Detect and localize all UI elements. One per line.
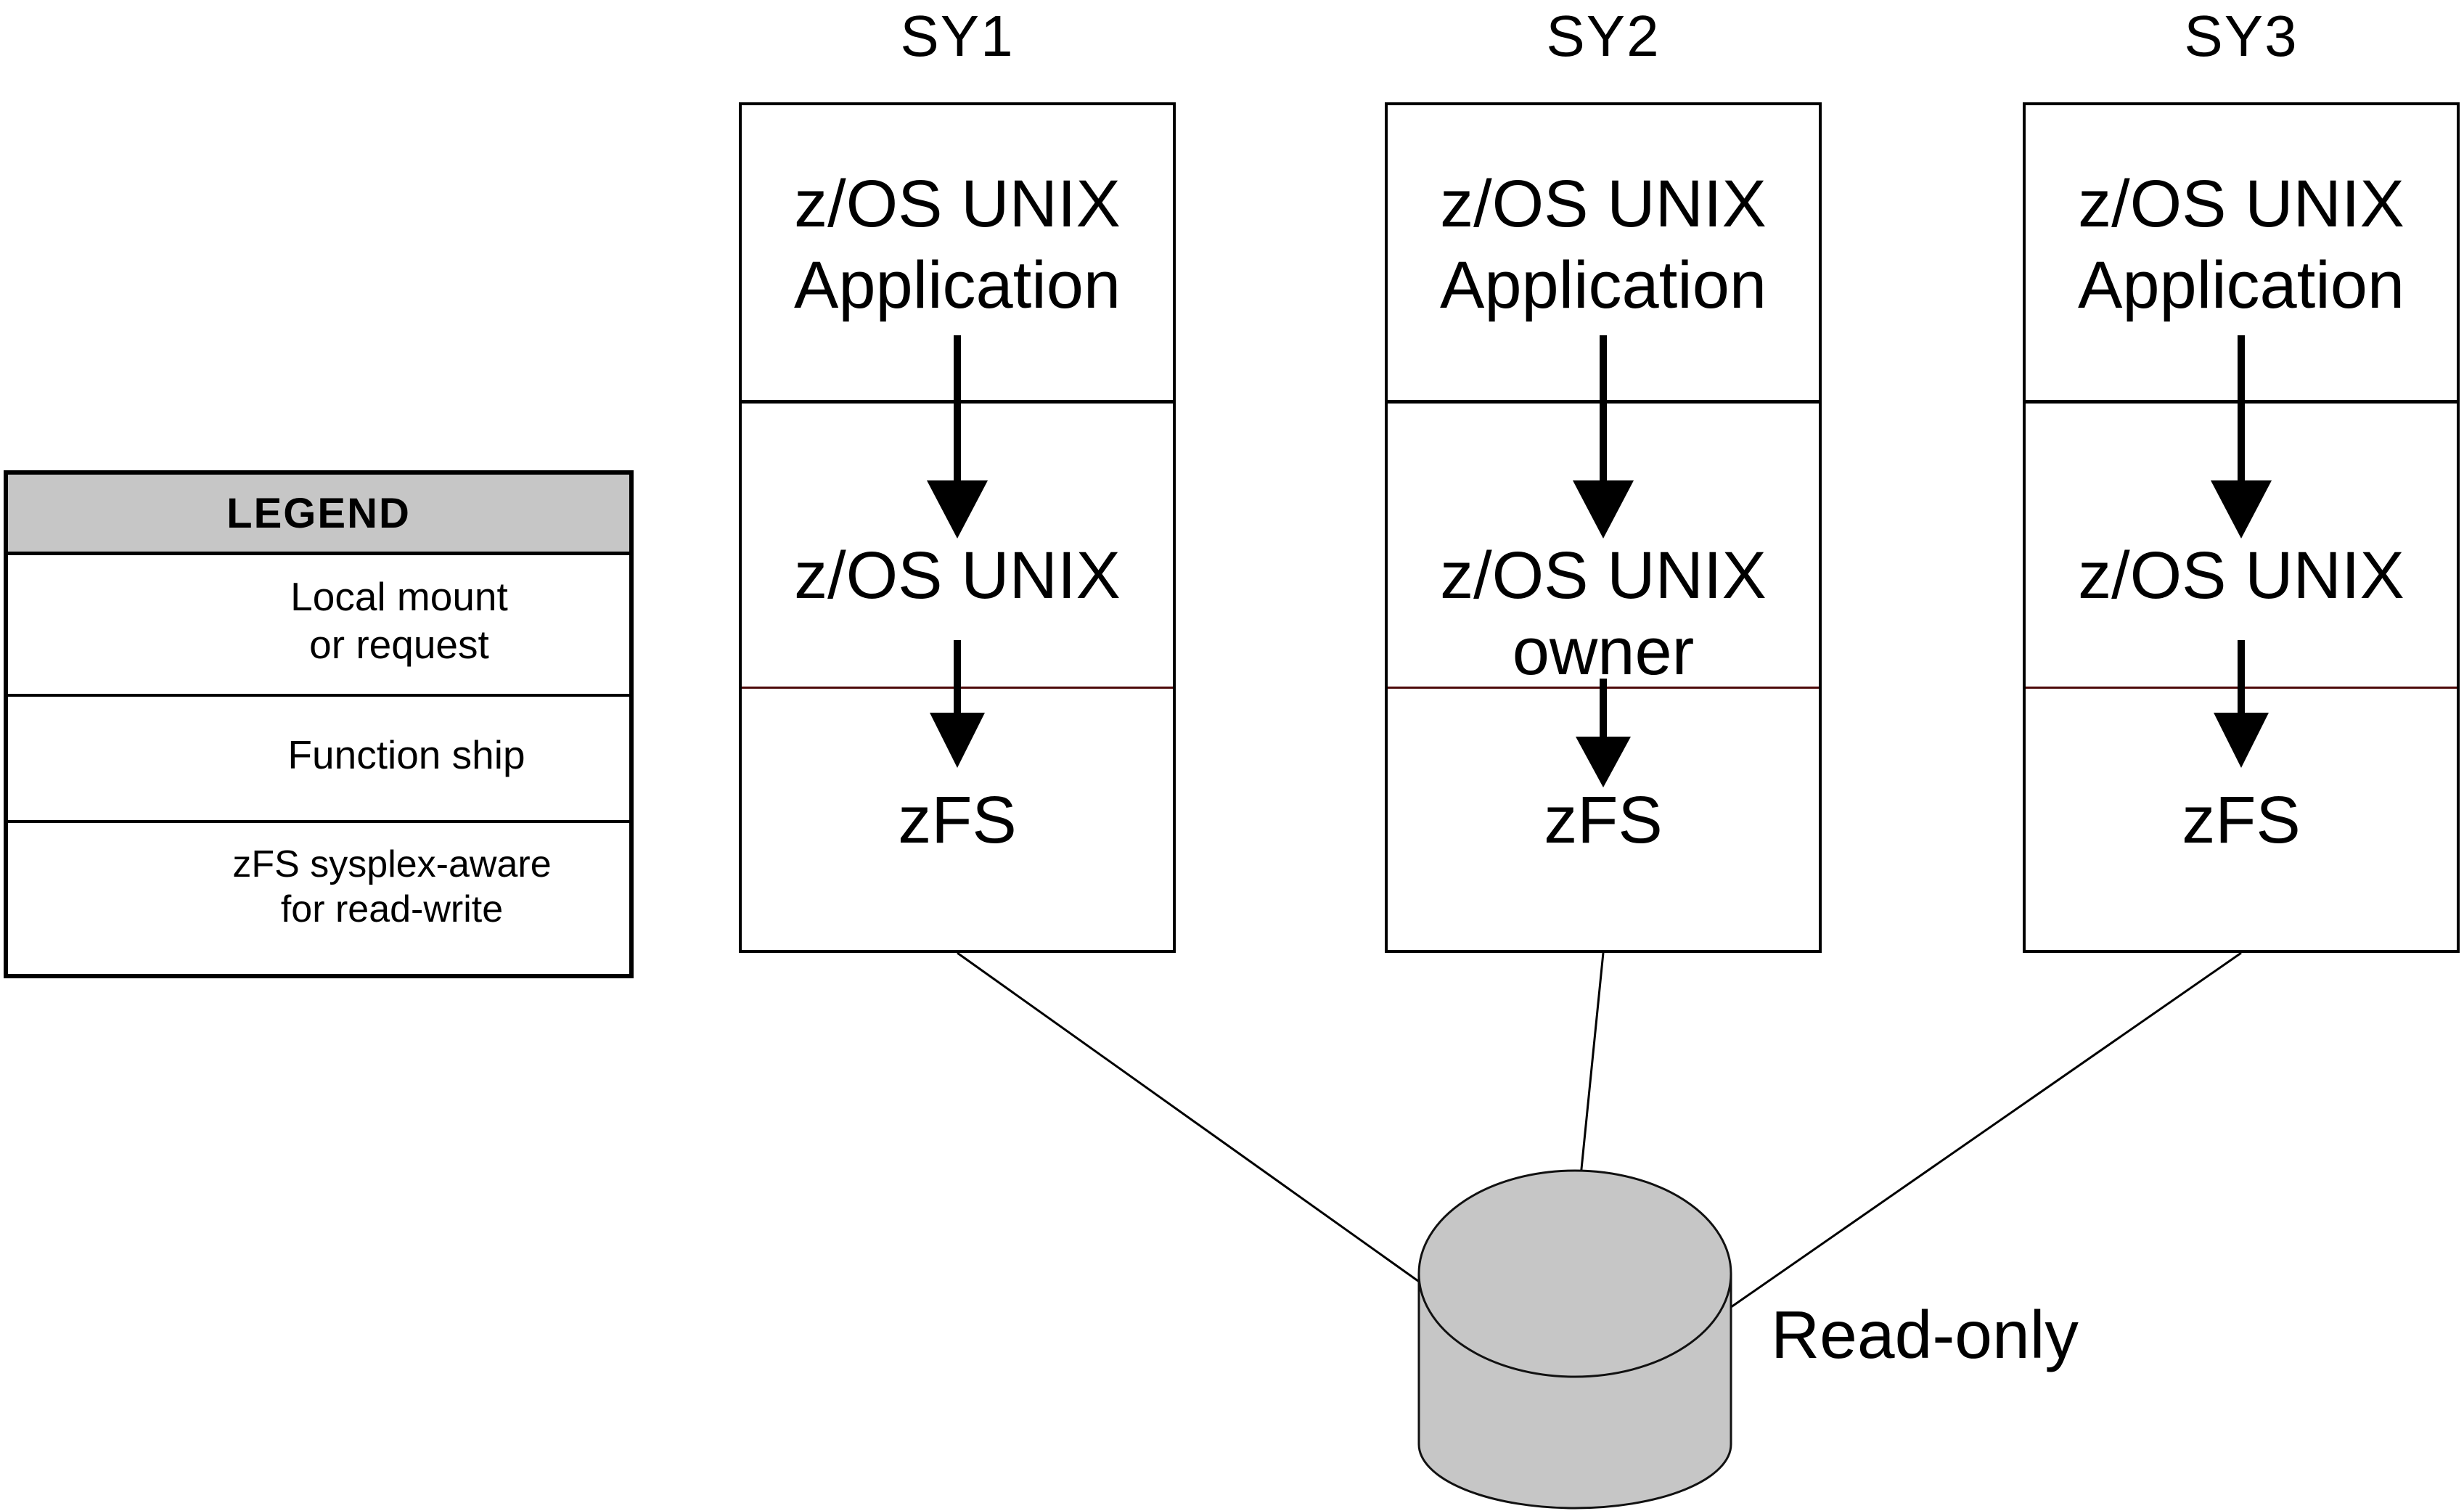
local-mount-arrow-sy2-app <box>1573 335 1634 539</box>
application-label-line1: z/OS UNIX <box>794 167 1121 241</box>
legend-label-local-mount: Local mount or request <box>290 574 508 667</box>
unix-owner-label-line2: owner <box>1512 615 1695 689</box>
connector-line-sy3 <box>1716 951 2242 1319</box>
cylinder-icon <box>1417 1169 1732 1510</box>
zfs-label: zFS <box>1544 783 1663 857</box>
legend-label-function-ship: Function ship <box>287 732 525 777</box>
legend-row-local-mount <box>8 555 629 697</box>
zfs-section-sy2: zFS <box>1388 689 1819 950</box>
application-label-line2: Application <box>1439 248 1767 322</box>
application-label-line1: z/OS UNIX <box>1440 167 1767 241</box>
zfs-section-sy3: zFS <box>2026 689 2457 950</box>
unix-label-line1: z/OS UNIX <box>794 539 1121 613</box>
legend-label-sysplex-aware: zFS sysplex-aware for read-write <box>232 843 552 930</box>
application-label-line2: Application <box>2077 248 2405 322</box>
zfs-section-sy1: zFS <box>742 689 1173 950</box>
system-box-sy2: z/OS UNIX Application z/OS UNIX owner zF… <box>1385 102 1822 953</box>
system-box-sy3: z/OS UNIX Application z/OS UNIX zFS <box>2023 102 2460 953</box>
system-title-sy2: SY2 <box>1546 4 1661 68</box>
unix-owner-section-sy2: z/OS UNIX owner <box>1388 404 1819 689</box>
local-mount-arrow-sy1-zfs <box>930 640 985 768</box>
connector-line-sy1 <box>957 951 1460 1311</box>
legend-title: LEGEND <box>8 475 629 555</box>
unix-label-line1: z/OS UNIX <box>2078 539 2404 613</box>
application-section-sy3: z/OS UNIX Application <box>2026 105 2457 404</box>
legend-row-function-ship <box>8 697 629 823</box>
local-mount-arrow-sy3-app <box>2211 335 2272 539</box>
legend-box: LEGEND <box>4 470 634 978</box>
application-label-line1: z/OS UNIX <box>2078 167 2404 241</box>
system-title-sy1: SY1 <box>900 4 1015 68</box>
zfs-label: zFS <box>898 783 1017 857</box>
local-mount-arrow-sy1-app <box>927 335 988 539</box>
system-title-sy3: SY3 <box>2184 4 2299 68</box>
application-label-line2: Application <box>793 248 1121 322</box>
unix-label-line1: z/OS UNIX <box>1440 539 1767 613</box>
local-mount-arrow-sy2-zfs <box>1576 679 1631 787</box>
local-mount-arrow-sy3-zfs <box>2214 640 2269 768</box>
cylinder-top <box>1417 1169 1732 1378</box>
read-only-label: Read-only <box>1771 1297 2079 1372</box>
zfs-label: zFS <box>2182 783 2301 857</box>
